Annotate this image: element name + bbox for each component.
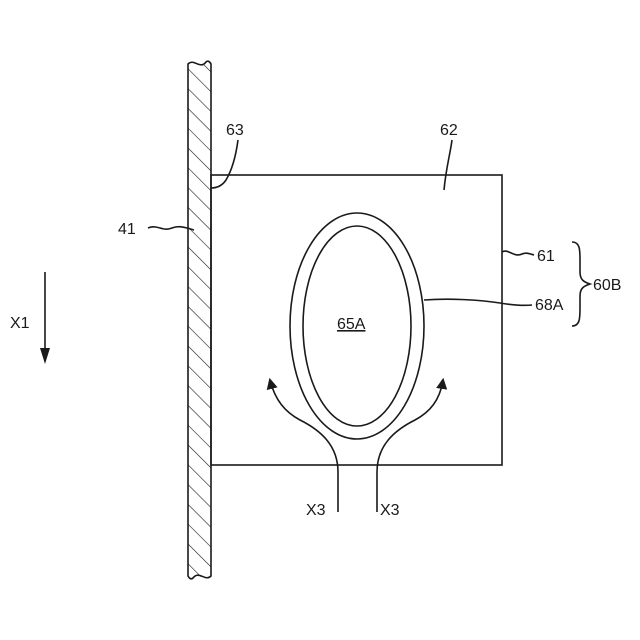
- brace-60B: [572, 242, 590, 326]
- label-63: 63: [226, 122, 244, 139]
- label-60B: 60B: [593, 277, 621, 294]
- label-62: 62: [440, 122, 458, 139]
- label-X3-left: X3: [306, 502, 326, 519]
- flow-arrow-right: [377, 380, 443, 512]
- leader-62: [444, 140, 452, 190]
- wall-41: [188, 61, 211, 579]
- direction-arrowhead: [40, 348, 50, 364]
- label-65A: 65A: [337, 316, 366, 333]
- leader-68A: [424, 299, 532, 305]
- label-61: 61: [537, 248, 555, 265]
- leader-61: [502, 251, 534, 255]
- label-X3-right: X3: [380, 502, 400, 519]
- label-68A: 68A: [535, 297, 564, 314]
- label-41: 41: [118, 221, 136, 238]
- leader-63: [211, 140, 238, 188]
- leader-41: [148, 227, 194, 230]
- label-X1: X1: [10, 315, 30, 332]
- flow-arrow-left: [270, 380, 338, 512]
